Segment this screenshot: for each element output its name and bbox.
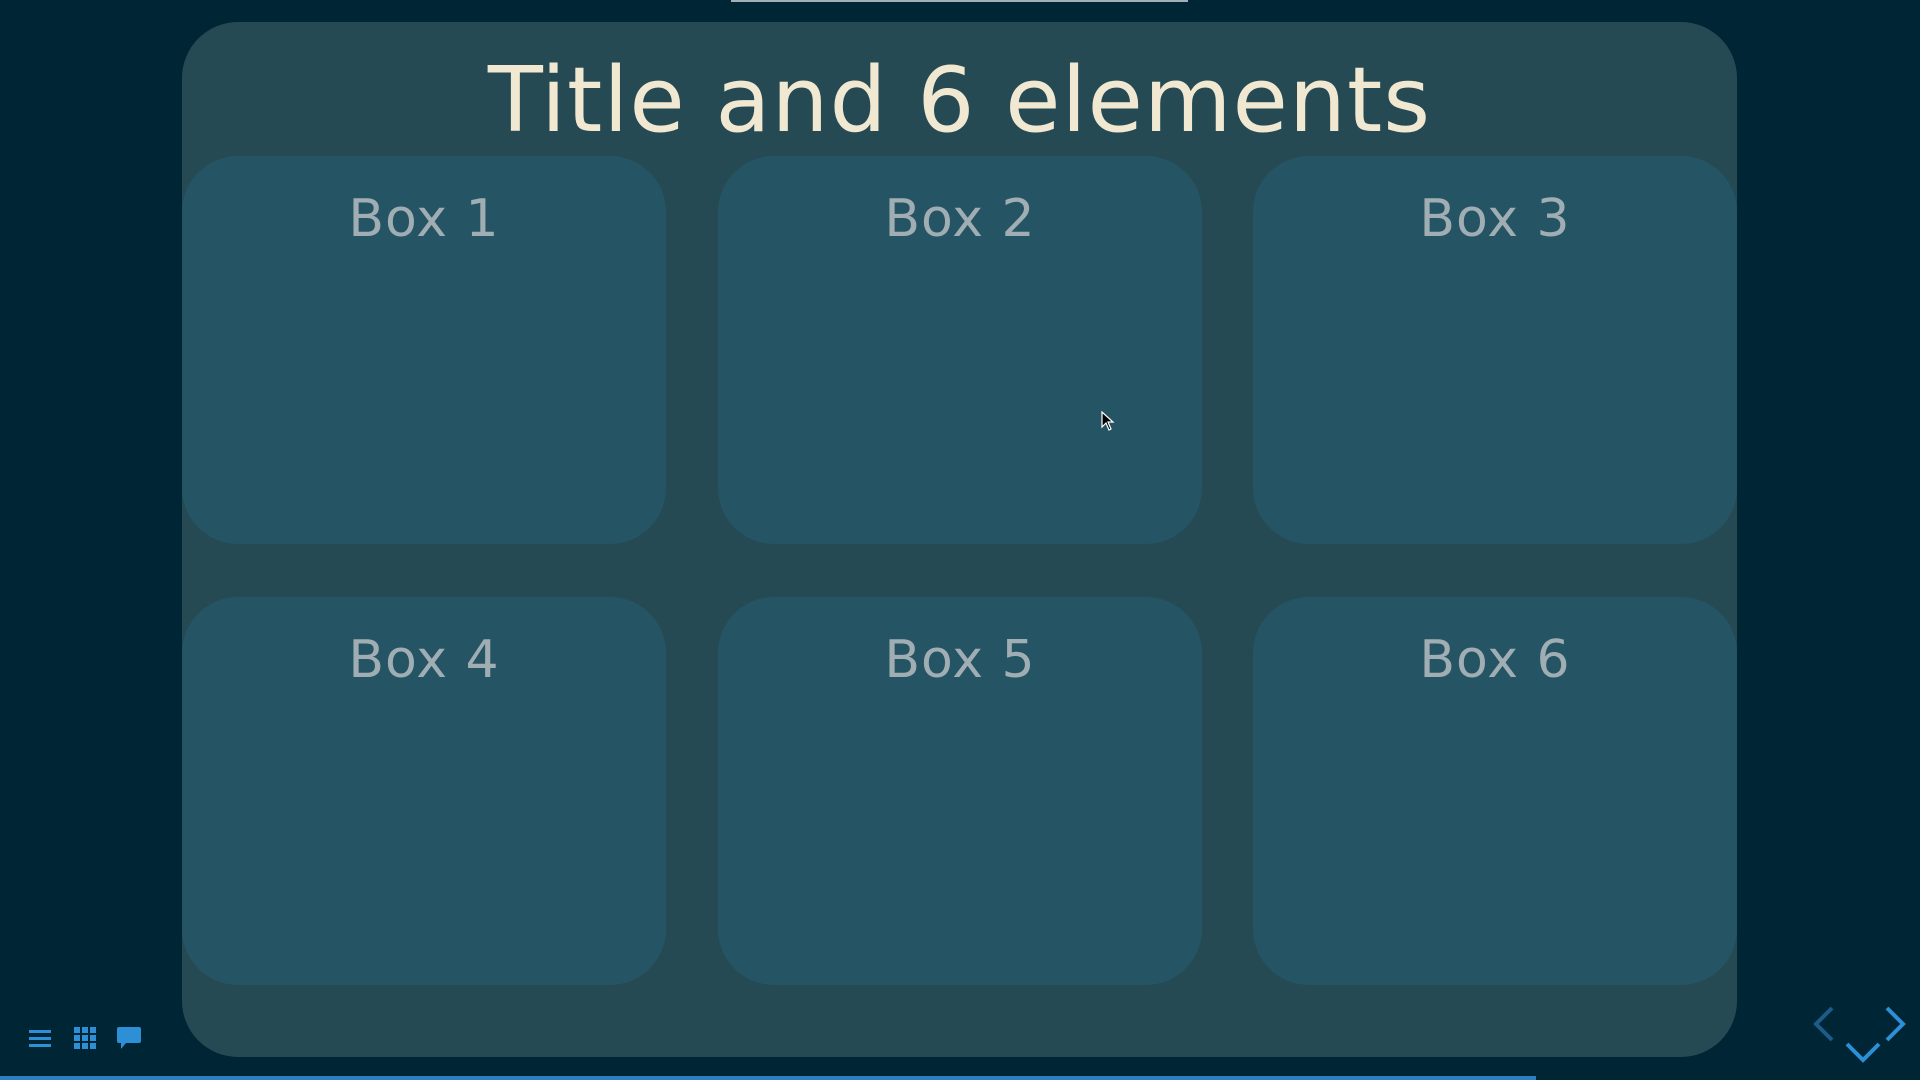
overview-button[interactable]	[71, 1024, 99, 1052]
mouse-cursor-icon	[1101, 410, 1115, 435]
chevron-left-icon	[1813, 1006, 1834, 1042]
speaker-notes-button[interactable]	[115, 1024, 143, 1052]
menu-button[interactable]	[26, 1024, 54, 1052]
box-6: Box 6	[1253, 597, 1737, 985]
box-1: Box 1	[182, 156, 666, 544]
chevron-right-icon	[1885, 1006, 1906, 1042]
speech-bubble-icon	[117, 1027, 141, 1049]
chevron-down-icon	[1845, 1042, 1881, 1063]
box-label: Box 2	[884, 189, 1036, 249]
grid-overview-icon	[74, 1027, 96, 1049]
box-5: Box 5	[718, 597, 1202, 985]
progress-fill	[0, 1076, 1536, 1080]
slide-title: Title and 6 elements	[487, 48, 1432, 153]
box-label: Box 3	[1419, 189, 1571, 249]
box-label: Box 4	[348, 630, 500, 690]
box-label: Box 6	[1419, 630, 1571, 690]
box-4: Box 4	[182, 597, 666, 985]
down-slide-button[interactable]	[1843, 1040, 1883, 1068]
progress-bar[interactable]	[0, 1076, 1920, 1080]
slide: Title and 6 elements Box 1 Box 2 Box 3 B…	[182, 22, 1737, 1057]
box-label: Box 1	[348, 189, 500, 249]
box-3: Box 3	[1253, 156, 1737, 544]
box-label: Box 5	[884, 630, 1036, 690]
previous-slide-button[interactable]	[1812, 1004, 1836, 1048]
hamburger-menu-icon	[29, 1030, 51, 1047]
top-marker-line	[731, 0, 1188, 2]
box-2: Box 2	[718, 156, 1202, 544]
next-slide-button[interactable]	[1883, 1004, 1907, 1048]
